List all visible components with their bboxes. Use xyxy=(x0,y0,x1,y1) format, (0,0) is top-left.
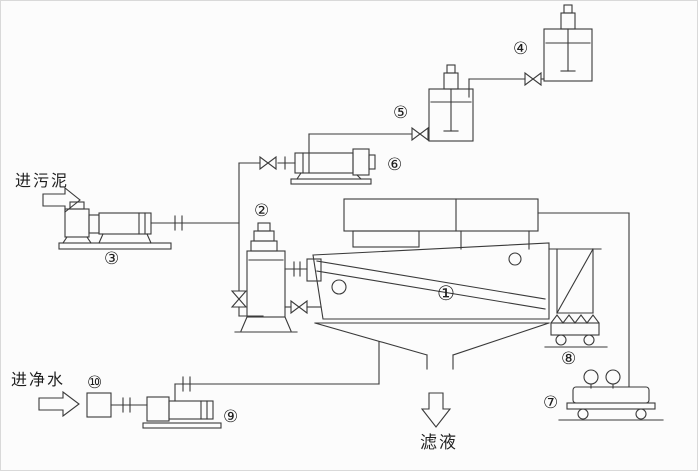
text-labels: 进污泥 进净水 滤液 ① ② ③ ④ ⑤ ⑥ ⑦ ⑧ ⑨ ⑩ xyxy=(11,39,576,453)
filtrate-tray xyxy=(314,322,550,370)
tag-wash-water-pump: ⑨ xyxy=(223,407,238,427)
belt-filter-press xyxy=(306,198,550,320)
air-line xyxy=(537,212,630,388)
sludge-pump xyxy=(58,201,172,250)
tag-discharge-trolley: ⑧ xyxy=(561,349,576,369)
dissolving-tank-lower xyxy=(308,64,474,142)
filtrate-label: 滤液 xyxy=(420,433,458,453)
discharge-stand xyxy=(548,248,602,314)
wash-water-pump xyxy=(110,341,380,429)
sludge-inlet-label: 进污泥 xyxy=(15,171,69,190)
filtrate-arrow xyxy=(420,392,452,428)
sludge-inlet-arrow xyxy=(42,186,81,214)
tag-tank-upper: ④ xyxy=(513,39,528,59)
water-inlet-device xyxy=(86,392,112,418)
water-inlet-arrow xyxy=(38,390,80,418)
sludge-discharge-pipe xyxy=(150,215,240,231)
cake-trolley xyxy=(544,314,608,348)
dissolving-tank-upper xyxy=(468,4,593,87)
tag-tank-lower: ⑤ xyxy=(393,103,408,123)
air-compressor xyxy=(558,369,664,421)
tag-water-inlet-device: ⑩ xyxy=(87,373,102,393)
tag-air-compressor: ⑦ xyxy=(543,393,558,413)
tag-press: ① xyxy=(437,281,455,305)
mixing-line-valve xyxy=(230,162,264,317)
tag-dosing-pump: ⑥ xyxy=(387,155,402,175)
tag-sludge-pump: ③ xyxy=(104,249,119,269)
mixing-vessel xyxy=(234,222,322,333)
water-inlet-label: 进净水 xyxy=(11,370,65,389)
dosing-pump xyxy=(238,133,376,185)
tag-mixing-tank: ② xyxy=(254,201,269,221)
